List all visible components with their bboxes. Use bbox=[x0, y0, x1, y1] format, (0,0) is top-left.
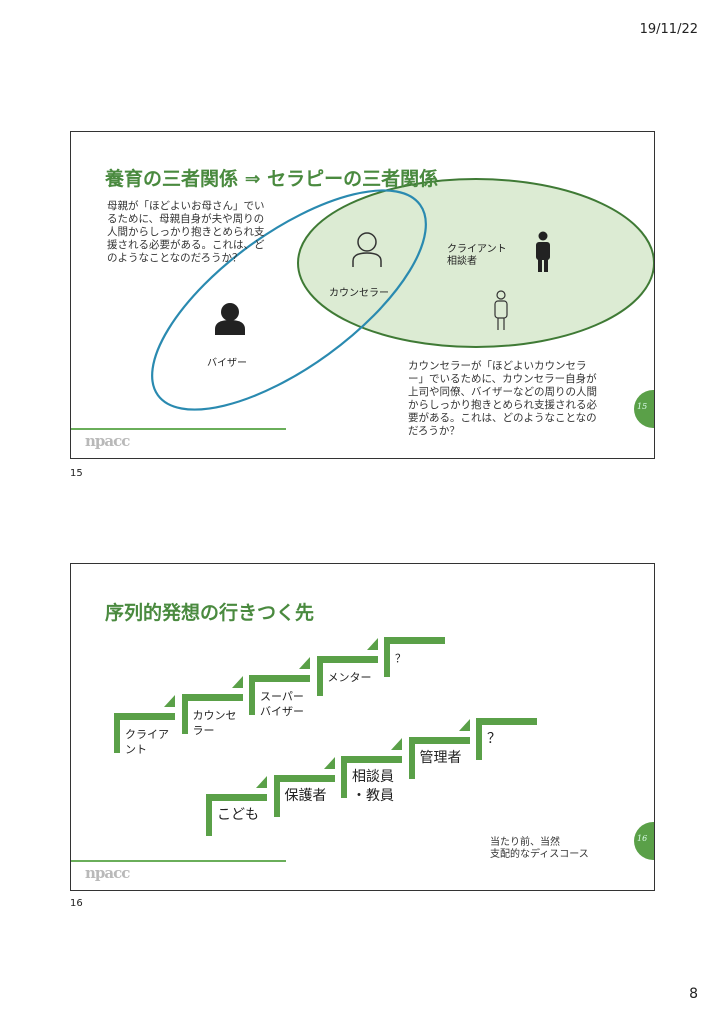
print-date: 19/11/22 bbox=[639, 22, 698, 37]
step-riser bbox=[476, 718, 482, 760]
step-tread bbox=[476, 718, 537, 725]
person-standing-icon bbox=[536, 231, 550, 272]
step-riser bbox=[341, 756, 347, 798]
step: クライア ント bbox=[114, 695, 175, 756]
step-tread bbox=[181, 694, 243, 701]
client-label: クライアント 相談者 bbox=[447, 244, 507, 267]
step-label: 保護者 bbox=[284, 788, 327, 804]
step: ？ bbox=[384, 637, 445, 677]
step-label: カウンセ ラー bbox=[192, 709, 237, 737]
step-arrow bbox=[299, 657, 310, 669]
step: ？ bbox=[476, 718, 537, 760]
step-label: こども bbox=[217, 807, 259, 823]
step-label: クライア ント bbox=[125, 728, 169, 756]
step: 相談員 ・教員 bbox=[341, 738, 402, 804]
supervisor-circle bbox=[151, 189, 427, 411]
npacc-logo: npacc bbox=[85, 864, 130, 882]
step-tread bbox=[316, 656, 378, 663]
step-label: スーパー バイザー bbox=[260, 690, 304, 718]
step: こども bbox=[206, 776, 267, 836]
step-riser bbox=[114, 713, 120, 753]
slide-16: 序列的発想の行きつく先 クライア ントカウンセ ラースーパー バイザー メンター ？… bbox=[70, 563, 655, 891]
left-text: 母親が「ほどよいお母さん」でいるために、母親自身が夫や周りの人間からしっかり抱き… bbox=[107, 200, 265, 264]
supervisor-label: バイザー bbox=[207, 358, 247, 369]
step-tread bbox=[114, 713, 175, 720]
step-arrow bbox=[164, 695, 175, 707]
step-riser bbox=[206, 794, 212, 836]
step: 管理者 bbox=[408, 719, 470, 779]
slide-15: 養育の三者関係 ⇒ セラピーの三者関係 母親が「ほどよいお母さん」でいるために、… bbox=[70, 131, 655, 459]
step-arrow bbox=[231, 676, 243, 688]
counselor-label: カウンセラー bbox=[329, 288, 389, 299]
slide-number-badge: 16 bbox=[634, 822, 654, 860]
step-tread bbox=[408, 737, 470, 744]
step: メンター bbox=[316, 638, 378, 696]
step-riser bbox=[408, 737, 415, 779]
step-arrow bbox=[366, 638, 378, 650]
step: カウンセ ラー bbox=[181, 676, 243, 737]
client-circle bbox=[297, 178, 654, 348]
slide-title: 序列的発想の行きつく先 bbox=[105, 602, 315, 624]
step-riser bbox=[316, 656, 323, 696]
footer-line bbox=[71, 428, 286, 430]
step-riser bbox=[273, 775, 280, 817]
person-filled-icon bbox=[215, 303, 245, 335]
slide-number-badge: 15 bbox=[634, 390, 654, 428]
person-outline-icon bbox=[352, 232, 382, 267]
footer-line bbox=[71, 860, 286, 862]
slide-label: 15 bbox=[70, 468, 83, 479]
step-tread bbox=[273, 775, 335, 782]
slide-title: 養育の三者関係 ⇒ セラピーの三者関係 bbox=[105, 168, 439, 190]
step-riser bbox=[181, 694, 188, 734]
step-label: ？ bbox=[487, 731, 501, 747]
step: 保護者 bbox=[273, 757, 335, 817]
step-arrow bbox=[256, 776, 267, 788]
person-standing-outline-icon bbox=[494, 290, 508, 330]
step-tread bbox=[341, 756, 402, 763]
step-label: 相談員 ・教員 bbox=[352, 769, 394, 804]
page-number: 8 bbox=[689, 986, 698, 1002]
step-riser bbox=[249, 675, 255, 715]
right-text: カウンセラーが「ほどよいカウンセラー」でいるために、カウンセラー自身が上司や同僚… bbox=[408, 360, 597, 437]
step-arrow bbox=[391, 738, 402, 750]
step-label: メンター bbox=[327, 671, 372, 684]
step-tread bbox=[384, 637, 445, 644]
step-arrow bbox=[458, 719, 470, 731]
step-tread bbox=[249, 675, 310, 682]
venn-diagram bbox=[151, 178, 654, 411]
slide-label: 16 bbox=[70, 898, 83, 909]
step-tread bbox=[206, 794, 267, 801]
step-label: ？ bbox=[395, 652, 406, 665]
step-riser bbox=[384, 637, 390, 677]
step-arrow bbox=[323, 757, 335, 769]
step: スーパー バイザー bbox=[249, 657, 310, 718]
note-text: 当たり前、当然 支配的なディスコース bbox=[490, 837, 589, 860]
step-label: 管理者 bbox=[419, 750, 462, 766]
npacc-logo: npacc bbox=[85, 432, 130, 450]
